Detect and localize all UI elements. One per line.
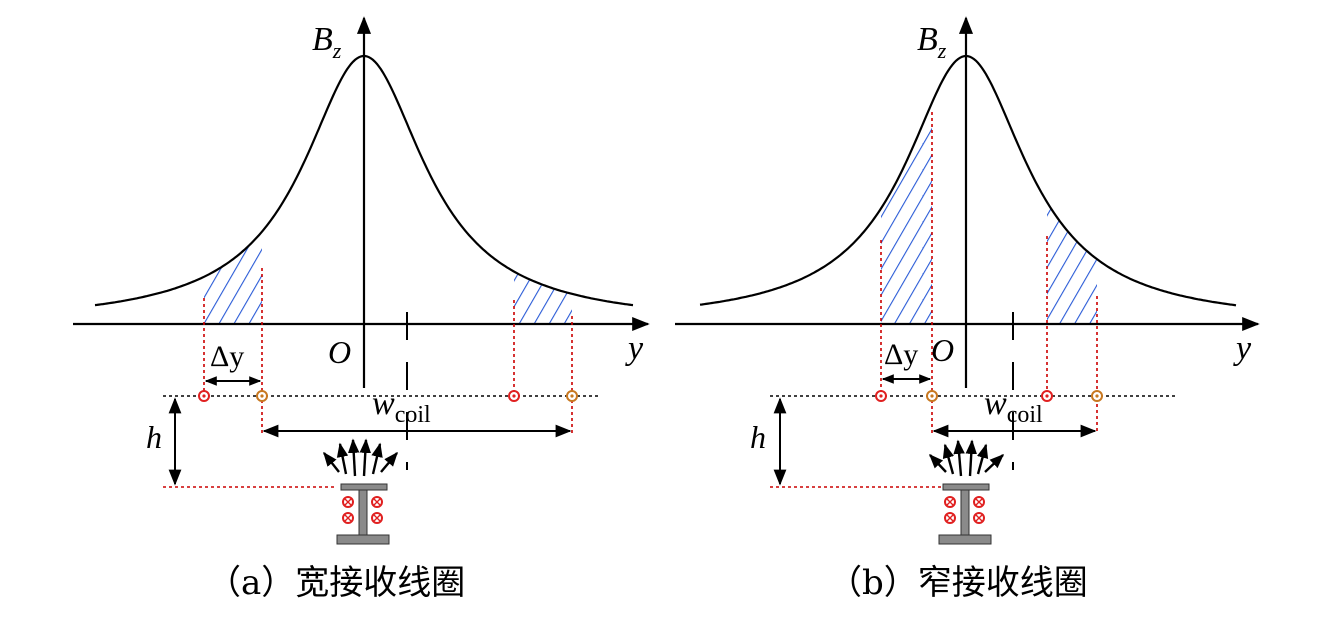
coil-markers-b	[875, 390, 1103, 402]
origin-label-b: O	[931, 332, 954, 368]
h-label-a: h	[146, 419, 162, 455]
hatch-region-a-right	[514, 271, 572, 324]
caption-a: （a）宽接收线圈	[207, 563, 465, 603]
transmitter-a	[336, 483, 390, 545]
bz-label-b: Bz	[917, 21, 947, 63]
hatch-region-a-left	[204, 231, 262, 324]
field-arrows-a	[323, 438, 398, 477]
wcoil-label-a: wcoil	[372, 385, 431, 428]
caption-b: （b）窄接收线圈	[828, 563, 1088, 603]
origin-label-a: O	[328, 334, 351, 370]
hatch-region-b-left	[881, 102, 932, 324]
panel-a: Bz O y Δy h wcoil （a）宽接收线圈	[73, 16, 650, 603]
field-curve-b	[699, 54, 1237, 307]
y-axis-label-b: y	[1233, 330, 1252, 367]
field-arrows-b	[929, 439, 1005, 477]
coil-markers-a	[198, 390, 578, 402]
delta-y-label-b: Δy	[884, 338, 918, 371]
wcoil-label-b: wcoil	[984, 385, 1043, 428]
delta-y-label-a: Δy	[210, 340, 244, 373]
y-axis-label-a: y	[625, 330, 644, 367]
transmitter-b	[938, 483, 992, 545]
hatch-region-b-right	[1047, 202, 1097, 324]
h-label-b: h	[750, 419, 766, 455]
panel-b: Bz O y Δy h wcoil （b）窄接收线圈	[675, 16, 1260, 603]
bz-label-a: Bz	[312, 21, 342, 63]
